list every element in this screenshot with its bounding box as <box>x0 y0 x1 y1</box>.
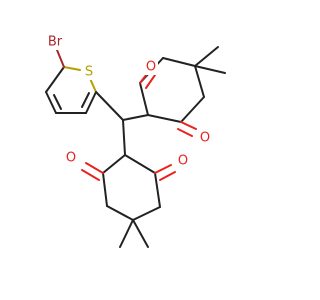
molecule-structure-diagram: Br S O O O O <box>42 34 226 248</box>
bromine-label: Br <box>48 35 63 50</box>
bond <box>139 82 149 116</box>
bond <box>102 172 108 207</box>
oxygen-label-lower-left: O <box>66 151 76 166</box>
bond <box>132 206 161 221</box>
bond <box>102 154 126 174</box>
methyl-bond <box>194 65 226 74</box>
carbonyl-bond <box>154 164 172 174</box>
oxygen-label-lower-right: O <box>178 154 188 169</box>
sulfur-label: S <box>85 65 93 80</box>
methyl-bond <box>132 219 149 248</box>
lower-cyclohexanedione-ring <box>81 154 176 248</box>
carbonyl-bond <box>85 162 104 174</box>
bond <box>147 114 182 123</box>
methyl-bond <box>119 219 134 248</box>
bond <box>106 205 134 221</box>
bond <box>45 66 65 93</box>
double-bond-inner <box>53 94 62 110</box>
bond-thiophene-to-ch <box>95 91 124 121</box>
bond <box>180 96 205 123</box>
label-background <box>64 150 78 166</box>
label-background <box>176 153 190 169</box>
bond-ch-to-lower-ring <box>122 119 126 156</box>
bond <box>85 91 97 114</box>
bond-to-bromine <box>56 49 65 68</box>
methyl-bond <box>194 46 219 67</box>
bond-to-sulfur <box>63 66 81 71</box>
oxygen-label-upper: O <box>146 60 156 75</box>
bond <box>162 57 196 67</box>
carbonyl-bond <box>180 121 197 130</box>
label-background <box>144 59 158 75</box>
bond <box>154 172 161 208</box>
double-bond-inner <box>81 92 90 108</box>
oxygen-label-right: O <box>200 131 210 146</box>
bond <box>124 154 156 174</box>
label-background <box>42 34 68 50</box>
carbonyl-bond <box>159 171 176 181</box>
carbonyl-bond <box>145 74 156 89</box>
bond <box>45 91 57 114</box>
bond-ch-to-upper-ring <box>122 114 149 121</box>
carbonyl-bond <box>81 169 100 181</box>
label-background <box>198 130 212 146</box>
atom-labels: Br S O O O O <box>42 34 212 169</box>
thiophene-ring <box>45 49 97 114</box>
bond <box>194 65 205 98</box>
label-background <box>82 64 96 80</box>
carbonyl-bond <box>177 128 193 137</box>
